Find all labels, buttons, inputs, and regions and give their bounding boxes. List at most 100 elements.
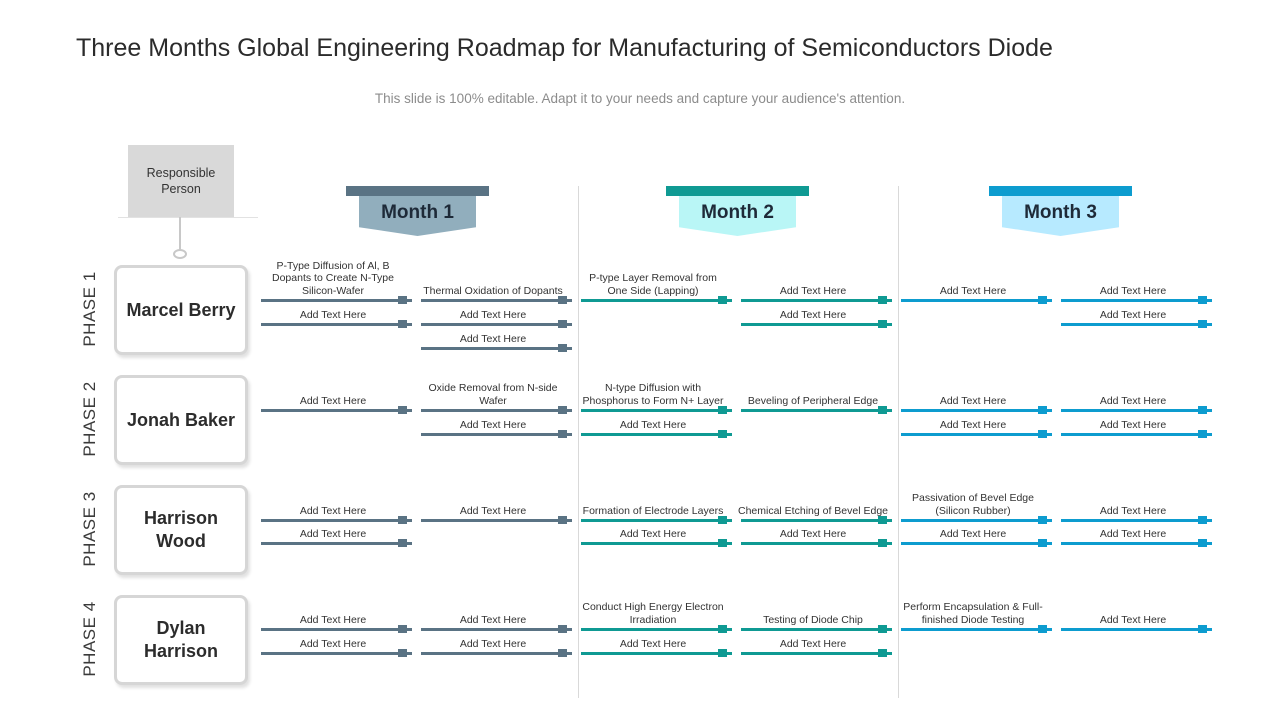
- task-label: Add Text Here: [939, 418, 1007, 431]
- task-label: Conduct High Energy Electron Irradiation: [582, 601, 724, 626]
- task-label: Add Text Here: [779, 284, 847, 297]
- task-line: [421, 433, 572, 436]
- milestone-marker: [558, 320, 567, 328]
- task-label: Add Text Here: [1099, 418, 1167, 431]
- task-label: Add Text Here: [619, 527, 687, 540]
- person-card-1: Marcel Berry: [114, 265, 248, 355]
- task-label: Add Text Here: [779, 637, 847, 650]
- task-line: [581, 542, 732, 545]
- task-line: [741, 299, 892, 302]
- task-line: [741, 409, 892, 412]
- month-1-bar: [346, 186, 489, 196]
- task-label: Add Text Here: [1099, 504, 1167, 517]
- task-label: Chemical Etching of Bevel Edge: [738, 504, 888, 517]
- month-divider: [898, 186, 899, 698]
- month-2-bar: [666, 186, 809, 196]
- task-line: [581, 299, 732, 302]
- task-label: Add Text Here: [459, 637, 527, 650]
- milestone-marker: [718, 296, 727, 304]
- milestone-marker: [718, 516, 727, 524]
- phase-3-label: PHASE 3: [80, 491, 99, 567]
- task-label: Add Text Here: [1099, 308, 1167, 321]
- task-line: [741, 542, 892, 545]
- milestone-marker: [398, 296, 407, 304]
- task-label: Testing of Diode Chip: [763, 613, 863, 626]
- milestone-marker: [1198, 625, 1207, 633]
- task-label: Add Text Here: [459, 504, 527, 517]
- task-line: [581, 628, 732, 631]
- task-label: Add Text Here: [299, 504, 367, 517]
- person-name: Dylan Harrison: [143, 618, 219, 661]
- milestone-marker: [878, 320, 887, 328]
- person-card-3: Harrison Wood: [114, 485, 248, 575]
- slide-title: Three Months Global Engineering Roadmap …: [76, 34, 1053, 62]
- person-name: Marcel Berry: [126, 299, 236, 320]
- task-label: Add Text Here: [939, 284, 1007, 297]
- milestone-marker: [398, 649, 407, 657]
- phase-2-label: PHASE 2: [80, 381, 99, 457]
- slide-subtitle: This slide is 100% editable. Adapt it to…: [374, 91, 906, 106]
- milestone-marker: [398, 320, 407, 328]
- task-label: N-type Diffusion with Phosphorus to Form…: [582, 382, 724, 407]
- task-label: Add Text Here: [299, 637, 367, 650]
- task-label: Add Text Here: [1099, 394, 1167, 407]
- month-2-label: Month 2: [701, 202, 774, 223]
- task-line: [901, 519, 1052, 522]
- milestone-marker: [558, 406, 567, 414]
- task-label: Perform Encapsulation & Full-finished Di…: [903, 601, 1043, 626]
- milestone-marker: [398, 406, 407, 414]
- task-line: [901, 409, 1052, 412]
- month-3-label: Month 3: [1024, 202, 1097, 223]
- task-label: Add Text Here: [459, 613, 527, 626]
- milestone-marker: [398, 539, 407, 547]
- milestone-marker: [1038, 430, 1047, 438]
- task-line: [421, 628, 572, 631]
- milestone-marker: [878, 649, 887, 657]
- task-line: [1061, 519, 1212, 522]
- person-name: Harrison Wood: [143, 508, 219, 551]
- task-line: [581, 433, 732, 436]
- milestone-marker: [1198, 430, 1207, 438]
- milestone-marker: [558, 296, 567, 304]
- task-line: [421, 409, 572, 412]
- task-line: [581, 652, 732, 655]
- task-label: Add Text Here: [299, 613, 367, 626]
- task-label: Add Text Here: [1099, 527, 1167, 540]
- task-label: Add Text Here: [779, 308, 847, 321]
- task-line: [1061, 299, 1212, 302]
- milestone-marker: [878, 296, 887, 304]
- task-label: Add Text Here: [299, 527, 367, 540]
- task-line: [741, 519, 892, 522]
- task-line: [261, 542, 412, 545]
- task-label: Add Text Here: [459, 332, 527, 345]
- task-label: Oxide Removal from N-side Wafer: [428, 382, 558, 407]
- person-card-2: Jonah Baker: [114, 375, 248, 465]
- task-line: [741, 628, 892, 631]
- task-line: [261, 409, 412, 412]
- task-line: [741, 323, 892, 326]
- month-divider: [578, 186, 579, 698]
- task-label: Passivation of Bevel Edge (Silicon Rubbe…: [912, 492, 1034, 517]
- milestone-marker: [558, 344, 567, 352]
- header-rule: [118, 217, 258, 218]
- milestone-marker: [878, 516, 887, 524]
- task-label: Add Text Here: [1099, 613, 1167, 626]
- task-line: [1061, 323, 1212, 326]
- task-line: [421, 519, 572, 522]
- task-line: [1061, 542, 1212, 545]
- milestone-marker: [718, 539, 727, 547]
- task-label: Add Text Here: [619, 637, 687, 650]
- task-line: [901, 299, 1052, 302]
- month-3-header: Month 3: [1002, 196, 1119, 236]
- milestone-marker: [1198, 539, 1207, 547]
- connector-line: [179, 217, 181, 251]
- task-line: [261, 519, 412, 522]
- task-label: P-Type Diffusion of Al, B Dopants to Cre…: [272, 259, 394, 297]
- milestone-marker: [1198, 296, 1207, 304]
- task-line: [261, 299, 412, 302]
- task-label: Formation of Electrode Layers: [582, 504, 724, 517]
- task-label: Add Text Here: [939, 527, 1007, 540]
- task-line: [901, 433, 1052, 436]
- task-label: Add Text Here: [299, 308, 367, 321]
- task-line: [901, 542, 1052, 545]
